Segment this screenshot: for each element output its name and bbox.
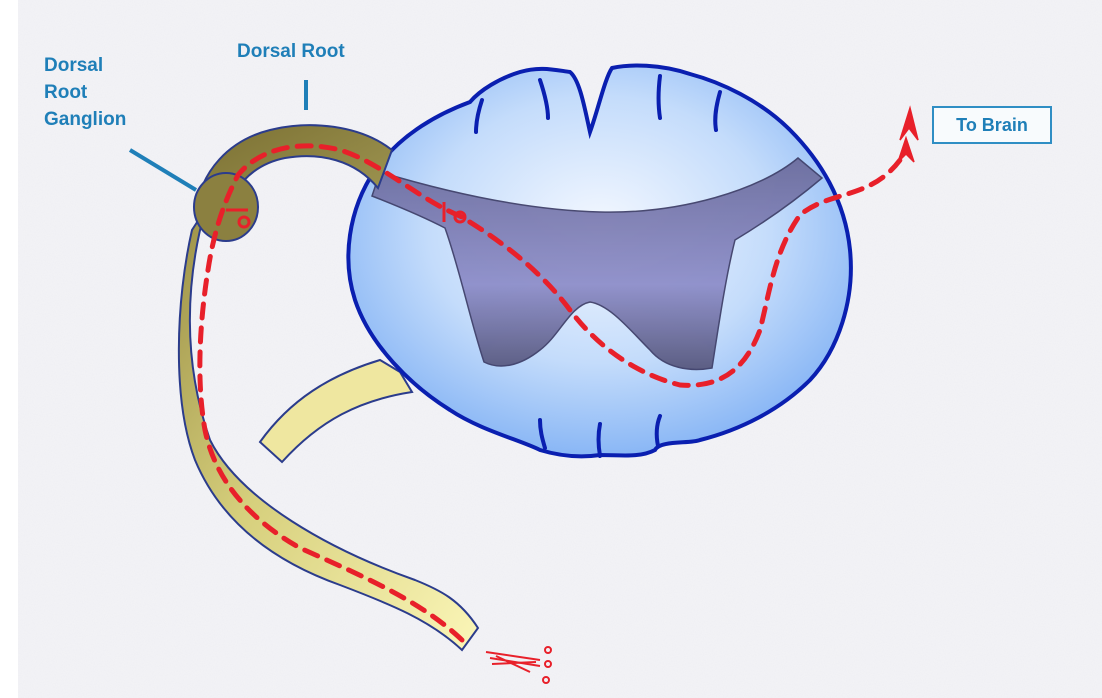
dorsal-root-ganglion-label-line-2: Root — [44, 79, 126, 106]
dorsal-root-ganglion-label: Dorsal Root Ganglion — [44, 52, 126, 133]
dorsal-root-ganglion-label-line-3: Ganglion — [44, 106, 126, 133]
ventral-notch-2 — [599, 424, 601, 456]
left-margin-strip — [0, 0, 18, 698]
dorsal-root-ganglion — [194, 173, 258, 241]
dorsal-root-ganglion-label-line-1: Dorsal — [44, 52, 126, 79]
dorsal-root-label: Dorsal Root — [237, 38, 345, 65]
to-brain-label: To Brain — [932, 106, 1052, 144]
dorsal-notch-3 — [659, 76, 661, 118]
